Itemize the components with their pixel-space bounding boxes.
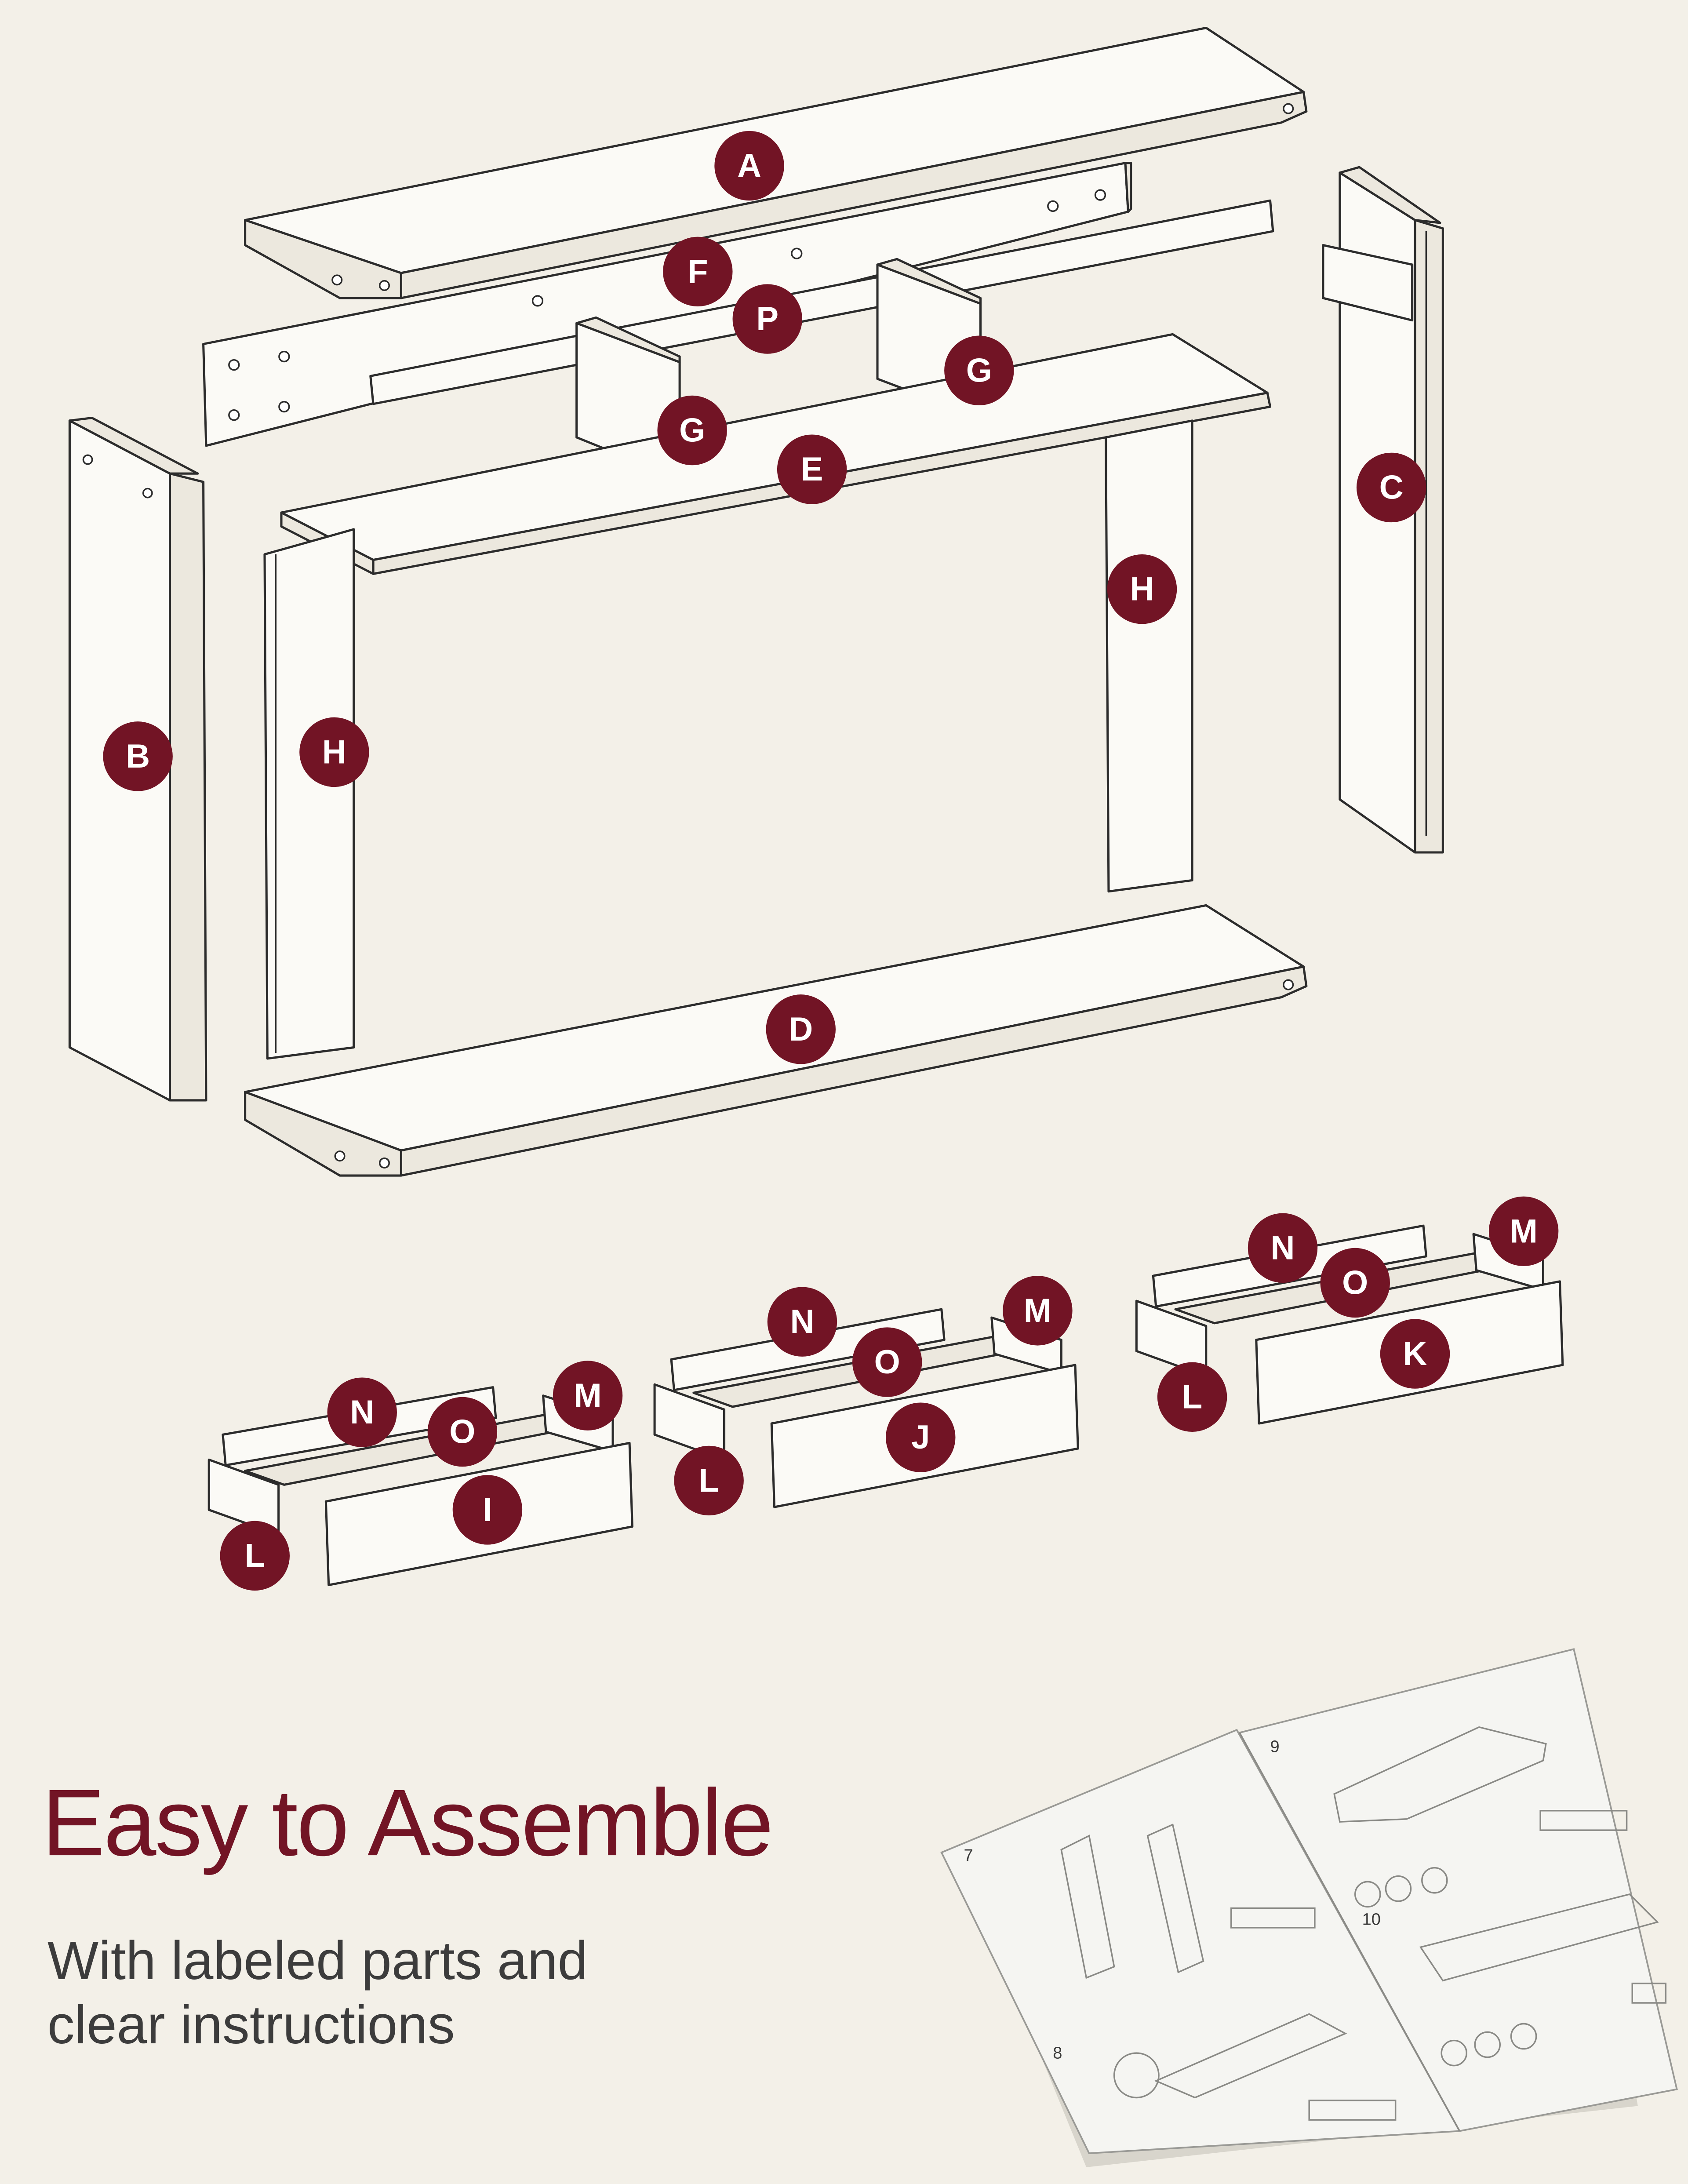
part-label-p: P xyxy=(732,284,802,354)
drawer-3-label-k: K xyxy=(1380,1319,1450,1389)
svg-text:I: I xyxy=(483,1491,492,1529)
part-label-c: C xyxy=(1356,452,1426,523)
manual-page-number-10: 10 xyxy=(1362,1911,1381,1929)
part-label-f: F xyxy=(663,237,733,307)
instruction-booklet: 7 8 9 10 xyxy=(940,1648,1678,2167)
svg-text:B: B xyxy=(126,738,150,775)
drawer-1-label-n: N xyxy=(327,1377,397,1447)
drawer-2-label-o: O xyxy=(852,1327,922,1397)
svg-text:G: G xyxy=(966,352,992,389)
part-label-g-left: G xyxy=(657,395,727,466)
drawer-2-label-m: M xyxy=(1003,1276,1073,1346)
part-label-h-right: H xyxy=(1107,554,1177,624)
drawer-2-label-n: N xyxy=(767,1287,837,1357)
svg-text:D: D xyxy=(789,1011,813,1048)
svg-text:M: M xyxy=(1024,1292,1051,1329)
part-label-a: A xyxy=(714,131,784,201)
manual-page-number-8: 8 xyxy=(1053,2044,1062,2063)
svg-text:H: H xyxy=(322,733,346,771)
svg-text:C: C xyxy=(1379,469,1404,506)
svg-text:P: P xyxy=(756,300,779,338)
drawer-3-label-l: L xyxy=(1157,1362,1227,1432)
svg-text:L: L xyxy=(245,1537,265,1574)
svg-text:N: N xyxy=(350,1394,374,1431)
svg-text:J: J xyxy=(911,1419,930,1456)
svg-text:M: M xyxy=(1510,1212,1537,1250)
part-label-h-left: H xyxy=(299,717,369,787)
drawer-1-label-i: I xyxy=(452,1475,523,1545)
svg-text:N: N xyxy=(1271,1229,1295,1267)
svg-text:L: L xyxy=(698,1462,719,1499)
subline: With labeled parts and clear instruction… xyxy=(47,1932,588,2056)
drawer-1-label-l: L xyxy=(220,1521,290,1591)
drawer-3-label-m: M xyxy=(1488,1196,1559,1266)
svg-text:A: A xyxy=(737,147,761,185)
svg-text:O: O xyxy=(449,1413,475,1451)
svg-text:E: E xyxy=(801,451,823,488)
svg-text:H: H xyxy=(1130,571,1154,608)
part-label-g-right: G xyxy=(944,335,1014,405)
leg-left xyxy=(263,528,355,1060)
drawer-2-label-j: J xyxy=(886,1402,956,1472)
part-label-e: E xyxy=(777,434,847,504)
headline: Easy to Assemble xyxy=(42,1770,774,1876)
manual-page-number-9: 9 xyxy=(1270,1738,1279,1756)
svg-text:G: G xyxy=(679,412,705,449)
svg-text:N: N xyxy=(790,1303,814,1340)
svg-text:O: O xyxy=(1342,1264,1368,1302)
leg-right xyxy=(1105,419,1193,893)
svg-text:F: F xyxy=(688,253,708,290)
part-label-d: D xyxy=(766,994,836,1064)
svg-text:K: K xyxy=(1403,1335,1427,1372)
drawer-1-label-o: O xyxy=(427,1397,498,1467)
drawer-3-label-n: N xyxy=(1248,1213,1318,1283)
svg-text:L: L xyxy=(1182,1378,1202,1416)
drawer-1-label-m: M xyxy=(553,1361,623,1431)
svg-text:M: M xyxy=(574,1377,601,1414)
drawer-2-label-l: L xyxy=(674,1445,744,1516)
svg-text:O: O xyxy=(874,1343,900,1381)
part-label-b: B xyxy=(103,721,173,791)
manual-page-number-7: 7 xyxy=(964,1846,973,1865)
drawer-3-label-o: O xyxy=(1320,1248,1390,1318)
